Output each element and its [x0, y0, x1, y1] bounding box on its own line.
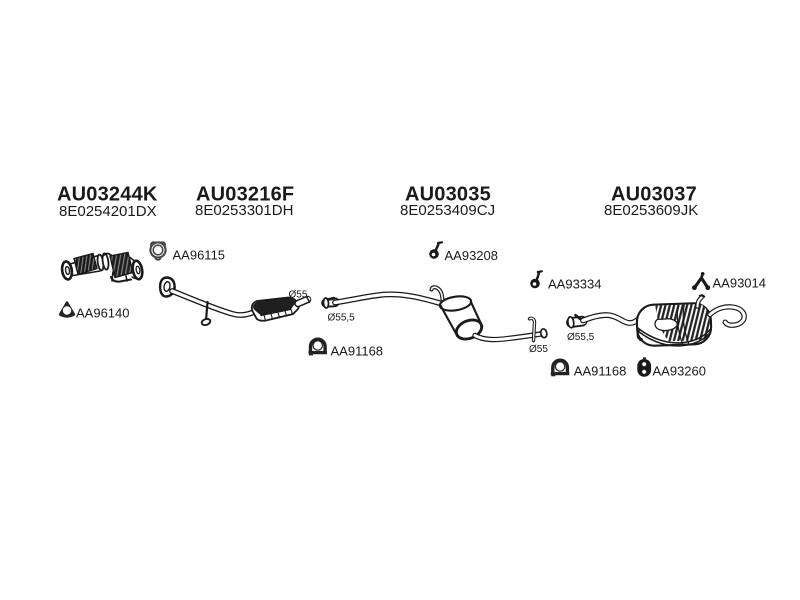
svg-text:AA96140: AA96140 [76, 306, 130, 321]
svg-text:AU03037: AU03037 [611, 184, 697, 206]
svg-text:8E0253609JK: 8E0253609JK [604, 202, 698, 219]
svg-text:AU03216F: AU03216F [196, 184, 294, 206]
svg-text:Ø55: Ø55 [529, 344, 548, 355]
svg-text:AA93208: AA93208 [445, 248, 499, 263]
svg-text:AU03244K: AU03244K [57, 184, 158, 206]
svg-text:8E0253409CJ: 8E0253409CJ [400, 202, 495, 219]
svg-text:8E0254201DX: 8E0254201DX [59, 203, 157, 220]
svg-text:AA93014: AA93014 [713, 276, 767, 291]
svg-text:AA96115: AA96115 [173, 248, 226, 263]
svg-text:Ø55,5: Ø55,5 [328, 312, 356, 323]
svg-text:AA93260: AA93260 [653, 364, 707, 379]
svg-text:AA91168: AA91168 [574, 364, 627, 379]
svg-text:8E0253301DH: 8E0253301DH [195, 202, 293, 219]
svg-text:Ø55: Ø55 [289, 290, 308, 301]
svg-text:Ø55,5: Ø55,5 [567, 332, 595, 343]
svg-text:AA91168: AA91168 [331, 343, 384, 358]
svg-text:AU03035: AU03035 [405, 184, 491, 206]
svg-text:AA93334: AA93334 [548, 277, 602, 292]
